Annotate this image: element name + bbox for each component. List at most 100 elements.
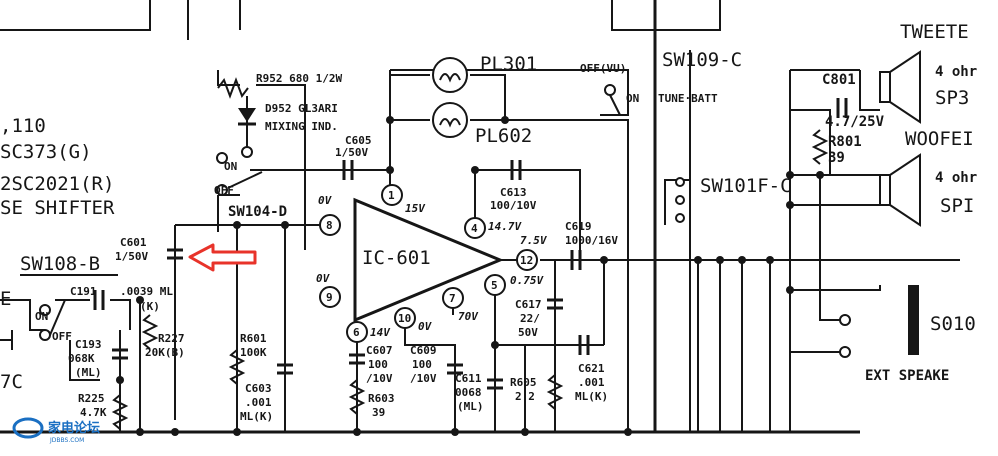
label-left-1: ,110 <box>0 115 46 137</box>
label-pin10-voltage: 0V <box>418 320 433 333</box>
label-c601-value: 1/50V <box>115 250 148 263</box>
label-tweeter: TWEETE <box>900 21 969 43</box>
label-pin9-voltage: 0V <box>316 272 331 285</box>
label-c603-type: ML(K) <box>240 410 273 423</box>
label-c191: C191 <box>70 285 97 298</box>
label-c613: C613 <box>500 186 527 199</box>
label-c603-value: .001 <box>245 396 272 409</box>
ext-speaker-jack <box>908 285 919 355</box>
label-c605: C605 <box>345 134 372 147</box>
component-labels: TWEETE 4 ohr SP3 WOOFEI 4 ohr SPI R952 6… <box>0 21 977 423</box>
label-s010: S010 <box>930 313 976 335</box>
label-pin10: 10 <box>398 312 411 325</box>
lamp-pl301 <box>432 57 468 93</box>
resistors <box>111 77 829 430</box>
led-d952 <box>216 96 256 164</box>
label-pin4-voltage: 14.7V <box>488 220 522 233</box>
label-c193-type: (ML) <box>75 366 102 379</box>
label-pin8-voltage: 0V <box>318 194 333 207</box>
label-left-4: SE SHIFTER <box>0 197 115 219</box>
label-c619: C619 <box>565 220 592 233</box>
label-pin7: 7 <box>449 292 456 305</box>
label-c621-type: ML(K) <box>575 390 608 403</box>
label-c609-voltage: /10V <box>410 372 437 385</box>
label-c611-value: 0068 <box>455 386 482 399</box>
logo-subtext: JDBBS.COM <box>49 437 84 444</box>
label-pin8: 8 <box>326 219 333 232</box>
label-off-switch: OFF <box>214 184 234 197</box>
label-pin7-voltage: 70V <box>458 310 479 323</box>
label-off-vu: OFF(VU) <box>580 62 626 75</box>
label-r605: R605 <box>510 376 537 389</box>
label-ext-speaker: EXT SPEAKE <box>865 368 949 384</box>
label-pl602: PL602 <box>475 125 532 147</box>
label-pin6-voltage: 14V <box>370 326 391 339</box>
label-c609-value: 100 <box>412 358 432 371</box>
label-tune-batt: TUNE·BATT <box>658 92 718 105</box>
label-c621: C621 <box>578 362 605 375</box>
label-ohm-tweeter: 4 ohr <box>935 64 977 80</box>
switches <box>39 84 851 358</box>
label-c613-value: 100/10V <box>490 199 537 212</box>
label-left-6: E <box>0 288 11 310</box>
label-ic601: IC-601 <box>362 247 431 269</box>
label-pin4: 4 <box>471 222 478 235</box>
label-r601-value: 100K <box>240 346 267 359</box>
label-c603: C603 <box>245 382 272 395</box>
label-pin12-voltage: 7.5V <box>520 234 548 247</box>
label-r603-value: 39 <box>372 406 385 419</box>
label-pin5: 5 <box>491 279 498 292</box>
label-left-5: 7C <box>0 371 23 393</box>
label-r227: R227 <box>158 332 185 345</box>
speaker-woofer <box>879 153 921 227</box>
label-on-vu: ON <box>626 92 639 105</box>
label-c607: C607 <box>366 344 393 357</box>
wires <box>0 0 960 434</box>
label-c617-value: 22/ <box>520 312 540 325</box>
label-off-c191: OFF <box>52 330 72 343</box>
label-on-led: ON <box>224 160 237 173</box>
label-c193-value: 068K <box>68 352 95 365</box>
label-c611: C611 <box>455 372 482 385</box>
label-c191-type: (K) <box>140 300 160 313</box>
label-pin5-voltage: 0.75V <box>510 274 544 287</box>
label-left-3: 2SC2021(R) <box>0 173 114 195</box>
label-c607-voltage: /10V <box>366 372 393 385</box>
label-c617-voltage: 50V <box>518 326 538 339</box>
label-r603: R603 <box>368 392 395 405</box>
label-d952: D952 GL3ARI <box>265 102 338 115</box>
watermark-logo: 家电论坛 JDBBS.COM <box>12 417 100 444</box>
label-r601: R601 <box>240 332 267 345</box>
label-pin9: 9 <box>326 291 333 304</box>
label-r225-value: 4.7K <box>80 406 107 419</box>
label-pin1: 1 <box>388 189 395 202</box>
label-c607-value: 100 <box>368 358 388 371</box>
label-c609: C609 <box>410 344 437 357</box>
speaker-tweeter <box>879 50 921 124</box>
lamp-pl602 <box>432 102 468 138</box>
junctions <box>116 116 824 436</box>
label-r605-value: 2.2 <box>515 390 535 403</box>
ic601-amplifier <box>353 197 504 323</box>
label-left-2: SC373(G) <box>0 141 92 163</box>
label-ohm-woofer: 4 ohr <box>935 170 977 186</box>
label-r952: R952 680 1/2W <box>256 72 342 85</box>
label-pin12: 12 <box>520 254 533 267</box>
label-c621-value: .001 <box>578 376 605 389</box>
label-sp3: SP3 <box>935 87 969 109</box>
label-pin6: 6 <box>353 326 360 339</box>
label-c193: C193 <box>75 338 102 351</box>
label-r801-value: 39 <box>828 150 845 166</box>
label-c617: C617 <box>515 298 542 311</box>
label-c601: C601 <box>120 236 147 249</box>
highlight-arrow <box>188 243 257 272</box>
label-c191-value: .0039 ML <box>120 285 173 298</box>
label-r801: R801 <box>828 134 862 150</box>
label-on-c191: ON <box>35 310 48 323</box>
label-c611-type: (ML) <box>457 400 484 413</box>
ic-pins <box>319 184 538 343</box>
label-r227-value: 20K(B) <box>145 346 185 359</box>
label-sp1: SPI <box>940 195 974 217</box>
label-woofer: WOOFEI <box>905 128 974 150</box>
